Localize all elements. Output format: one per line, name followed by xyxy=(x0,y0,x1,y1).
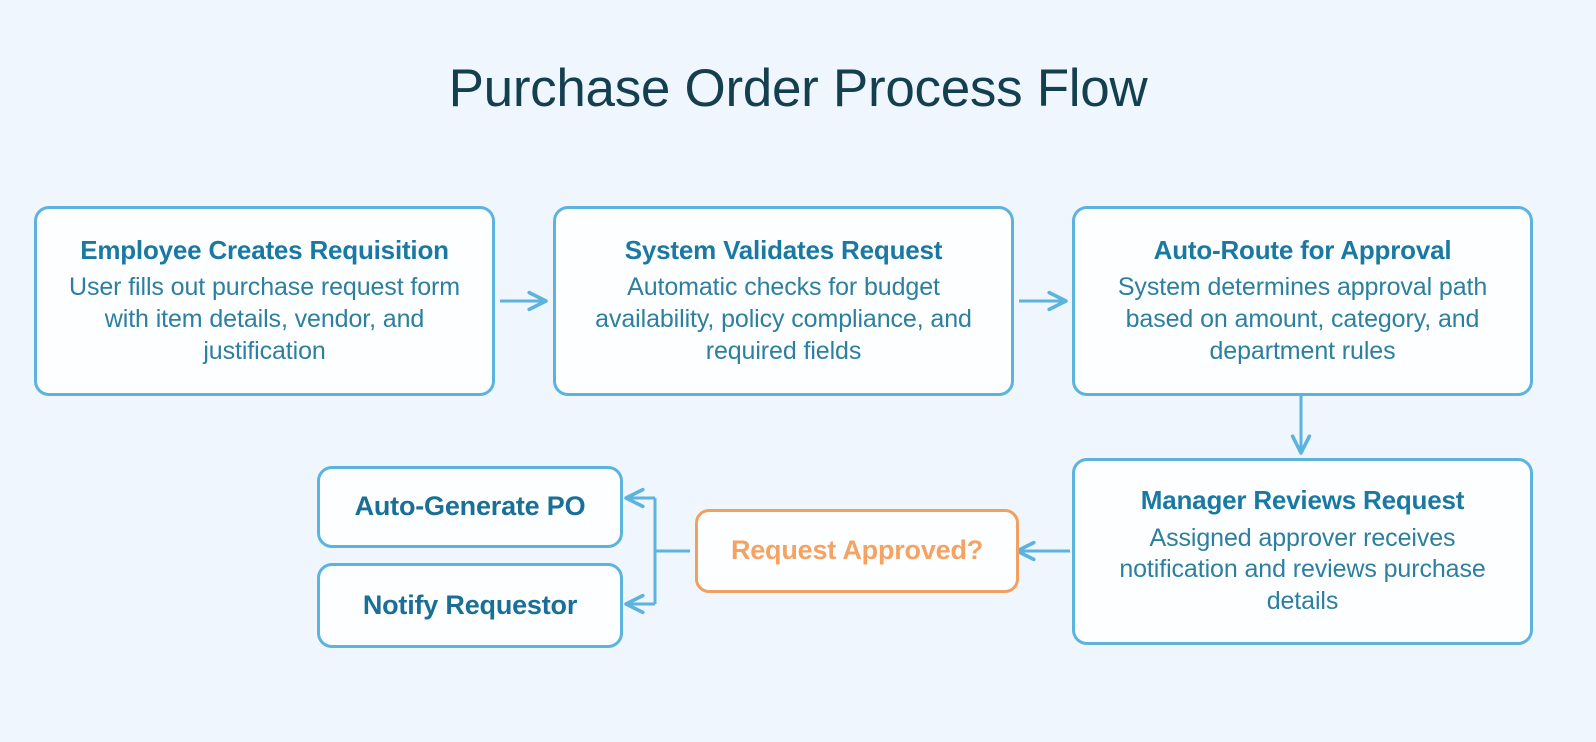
node-system-validates-request[interactable]: System Validates Request Automatic check… xyxy=(553,206,1014,396)
node-title: Employee Creates Requisition xyxy=(80,234,449,265)
node-title: Manager Reviews Request xyxy=(1140,485,1465,516)
node-description: System determines approval path based on… xyxy=(1117,273,1488,365)
node-auto-route-for-approval[interactable]: Auto-Route for Approval System determine… xyxy=(1072,206,1533,396)
page-title: Purchase Order Process Flow xyxy=(448,59,1148,118)
node-description: Assigned approver receives notification … xyxy=(1119,523,1486,616)
node-title: Notify Requestor xyxy=(362,589,578,620)
node-notify-requestor[interactable]: Notify Requestor xyxy=(317,563,623,648)
node-title: Auto-Generate PO xyxy=(354,491,586,522)
node-title: Request Approved? xyxy=(730,535,984,566)
node-description: Automatic checks for budget availability… xyxy=(595,273,972,365)
node-request-approved[interactable]: Request Approved? xyxy=(695,509,1019,593)
node-description: User fills out purchase request form wit… xyxy=(68,273,460,365)
node-employee-creates-requisition[interactable]: Employee Creates Requisition User fills … xyxy=(34,206,495,396)
node-manager-reviews-request[interactable]: Manager Reviews Request Assigned approve… xyxy=(1072,458,1533,645)
node-auto-generate-po[interactable]: Auto-Generate PO xyxy=(317,466,623,548)
node-title: Auto-Route for Approval xyxy=(1153,234,1452,265)
node-title: System Validates Request xyxy=(624,234,943,265)
